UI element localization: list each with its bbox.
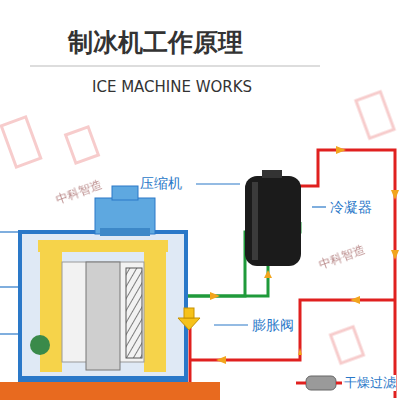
watermark: 中科智造 (317, 242, 367, 272)
part-label: 干燥过滤 (344, 375, 396, 391)
title: 制冰机工作原理 (68, 28, 243, 58)
part-label: 压缩机 (140, 175, 182, 192)
part-label: 冷凝器 (330, 199, 372, 216)
compressor (245, 170, 301, 266)
ice-machine (0, 186, 220, 400)
subtitle: ICE MACHINE WORKS (92, 78, 252, 96)
flow-arrow (210, 146, 399, 364)
drier-filter (296, 376, 342, 390)
suction-pipe (186, 262, 268, 296)
title-rule (30, 66, 320, 67)
expansion-valve (178, 308, 200, 330)
part-label: 膨胀阀 (252, 317, 294, 334)
high-pressure-pipe (190, 150, 395, 398)
